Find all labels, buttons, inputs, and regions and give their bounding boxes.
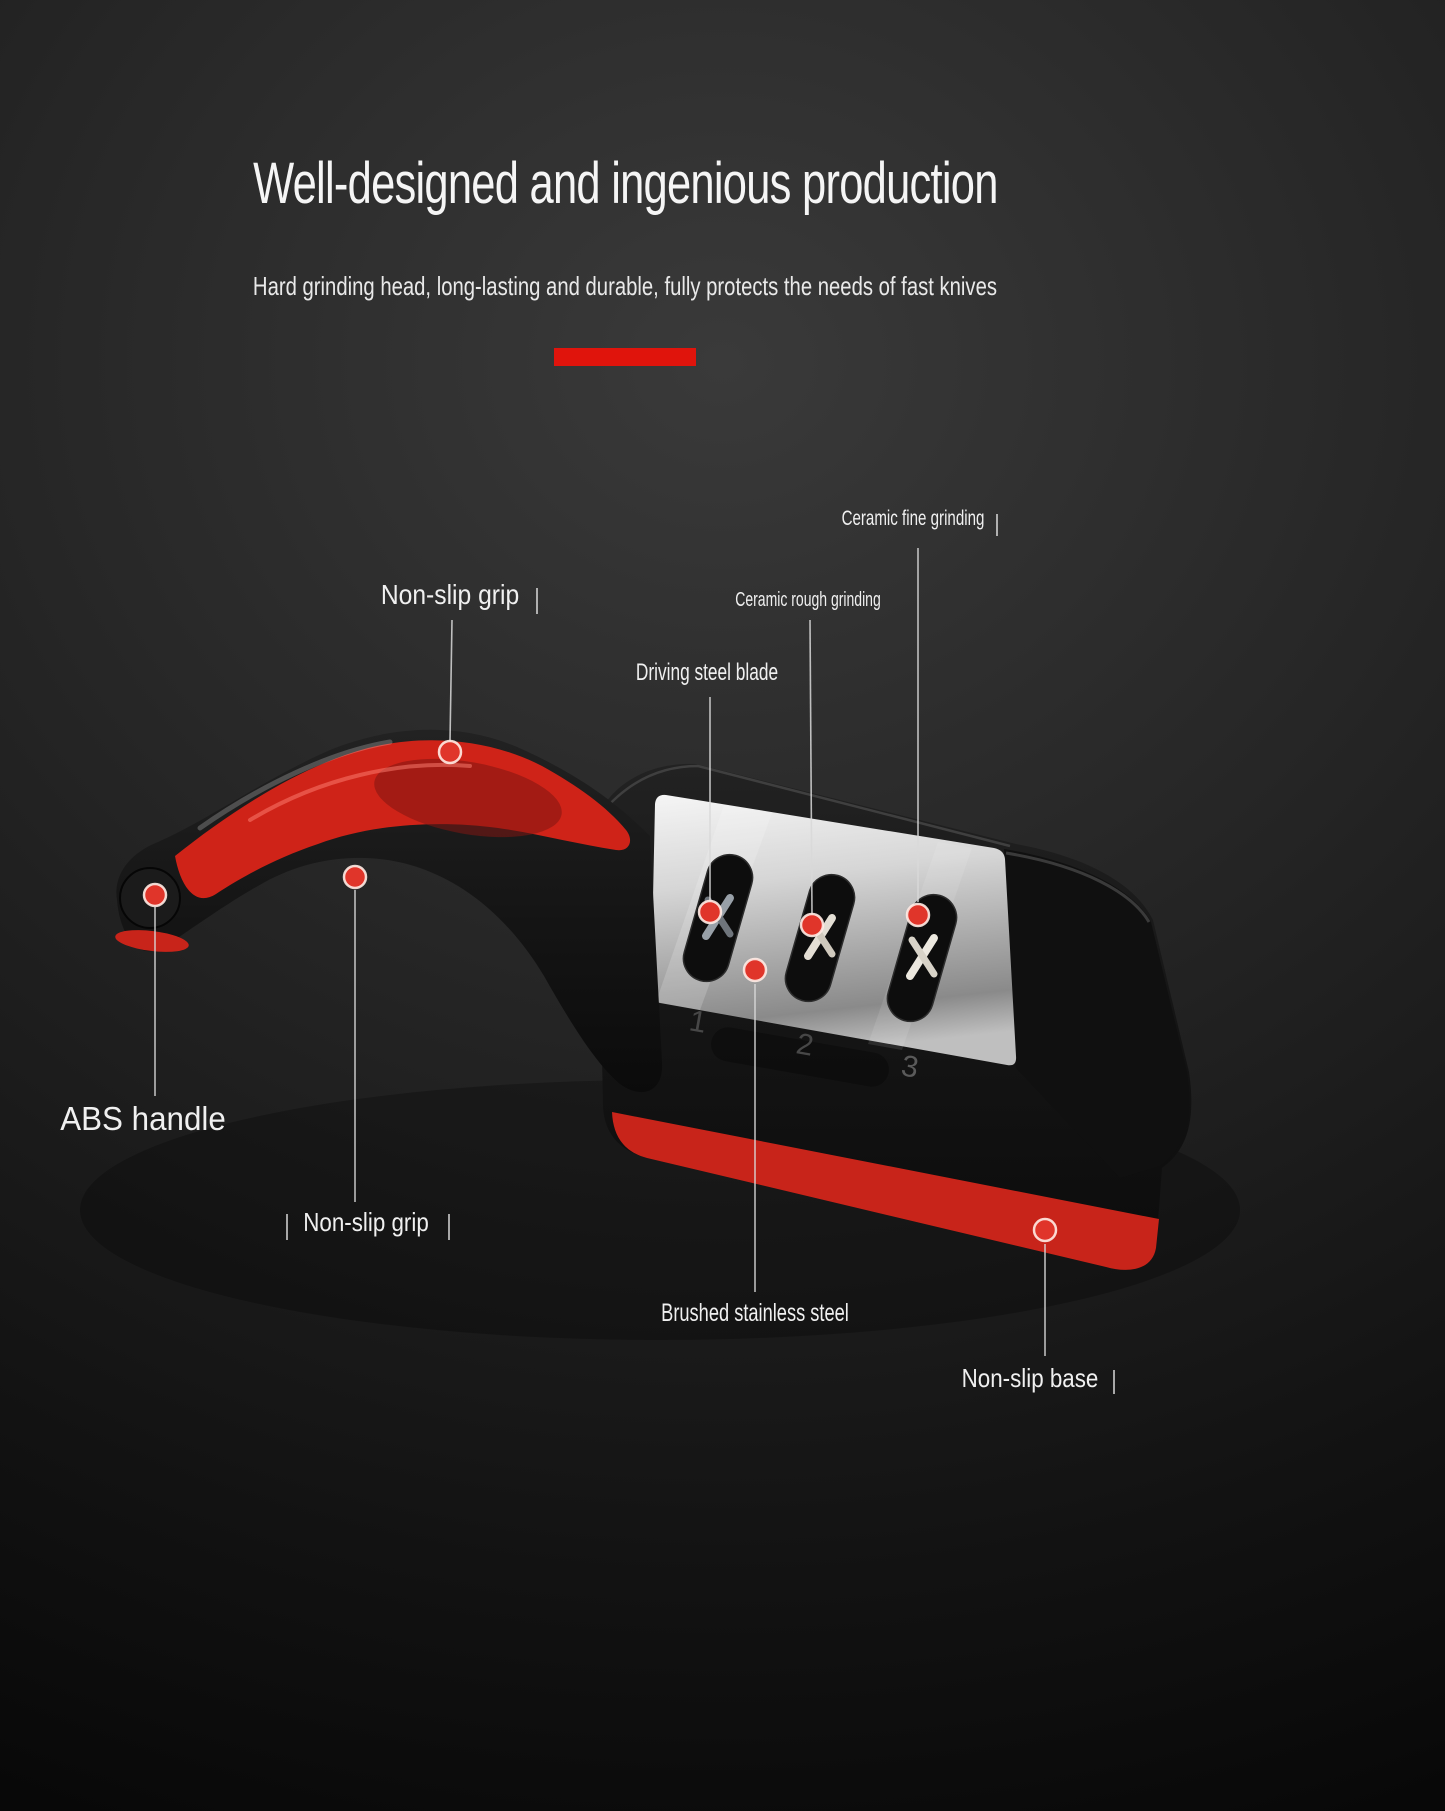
marker-dot-ceramic-rough xyxy=(799,912,825,938)
grip-highlight xyxy=(248,762,472,822)
handle-highlight xyxy=(197,739,393,831)
page-title: Well-designed and ingenious production xyxy=(252,151,998,216)
grip-inset-shading xyxy=(374,758,562,838)
leader-grip-top xyxy=(449,619,453,742)
callout-label-driving-steel-blade: Driving steel blade xyxy=(635,659,779,686)
marker-dot-ceramic-fine xyxy=(905,902,931,928)
header: Well-designed and ingenious production H… xyxy=(0,150,1250,366)
callout-label-non-slip-base: Non-slip base xyxy=(961,1363,1099,1393)
callout-label-ceramic-fine-grinding: Ceramic fine grinding xyxy=(841,507,985,530)
end-cap-highlight xyxy=(1005,851,1151,923)
callout-label-brushed-stainless-steel: Brushed stainless steel xyxy=(661,1299,849,1327)
end-cap xyxy=(1004,849,1190,1178)
slot-number-2: 2 xyxy=(794,1027,816,1062)
marker-dot-brushed-steel xyxy=(742,957,768,983)
marker-dot-driving-steel xyxy=(697,899,723,925)
non-slip-base xyxy=(612,1112,1159,1270)
marker-dot-base xyxy=(1032,1217,1058,1243)
callout-label-non-slip-grip-bottom: Non-slip grip xyxy=(303,1207,429,1237)
callout-label-ceramic-rough-grinding: Ceramic rough grinding xyxy=(735,589,881,611)
ceramic-fine-rod-2 xyxy=(908,936,938,978)
red-accent-bar xyxy=(554,348,696,366)
handle-tip-red-rim xyxy=(115,930,189,952)
callout-label-non-slip-grip-top: Non-slip grip xyxy=(380,579,520,610)
marker-dot-abs-handle xyxy=(142,882,168,908)
leader-ceramic-rough xyxy=(809,619,813,915)
slot-number-1: 1 xyxy=(687,1004,709,1039)
marker-dot-grip-bottom xyxy=(342,864,368,890)
page-subtitle: Hard grinding head, long-lasting and dur… xyxy=(252,271,998,301)
callout-label-abs-handle: ABS handle xyxy=(60,1100,226,1137)
slot-number-3: 3 xyxy=(899,1049,921,1084)
marker-dot-grip-top xyxy=(437,739,463,765)
